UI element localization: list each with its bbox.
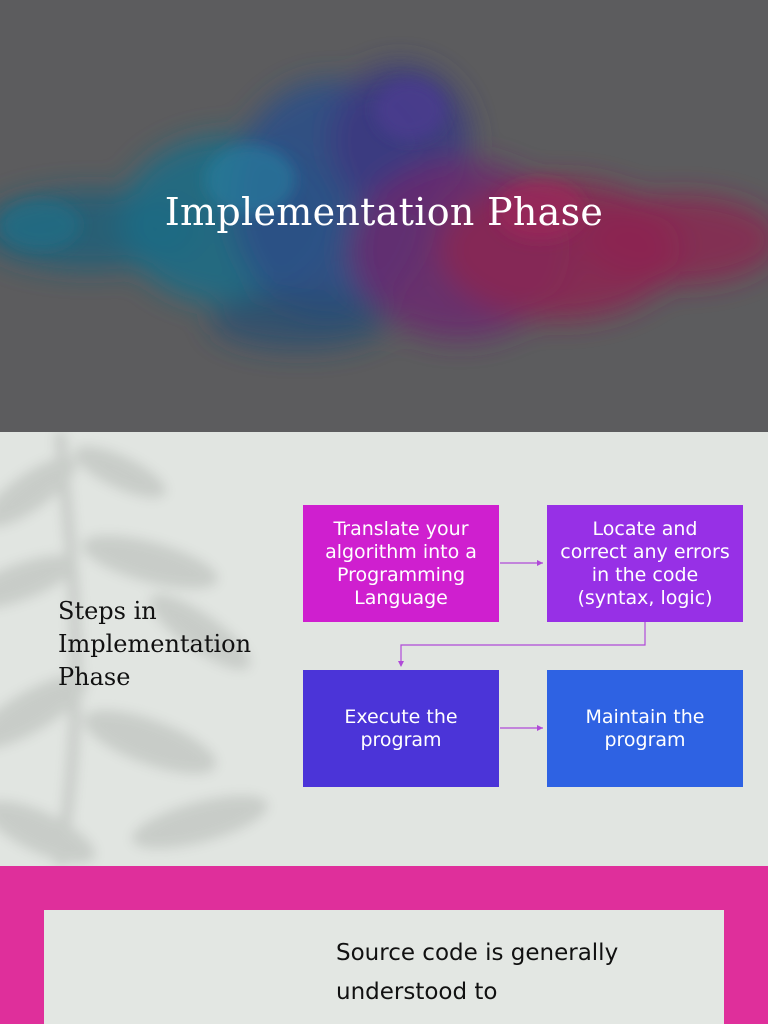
step-label: Translate your algorithm into a Programm… bbox=[325, 517, 477, 609]
step-label: Maintain the program bbox=[585, 705, 705, 751]
section-heading: Steps in Implementation Phase bbox=[58, 597, 252, 691]
step-label: Execute the program bbox=[344, 705, 458, 751]
arrowhead-icon bbox=[537, 725, 543, 731]
arrow-step2-to-step3 bbox=[400, 622, 646, 666]
ink-smoke-image bbox=[0, 65, 768, 350]
body-text: Source code is generally understood to bbox=[336, 940, 619, 1005]
step-maintain-box: Maintain the program bbox=[547, 670, 743, 787]
steps-slide: Steps in Implementation Phase Translate … bbox=[0, 432, 768, 866]
arrowhead-icon bbox=[537, 560, 543, 566]
content-card: Source code is generally understood to bbox=[44, 910, 724, 1024]
source-code-slide: Source code is generally understood to bbox=[0, 866, 768, 1024]
slide-title: Implementation Phase bbox=[164, 190, 604, 234]
leaf-shadow-image bbox=[0, 432, 268, 866]
title-slide: Implementation Phase bbox=[0, 0, 768, 432]
step-execute-box: Execute the program bbox=[303, 670, 499, 787]
step-label: Locate and correct any errors in the cod… bbox=[560, 517, 730, 609]
step-translate-box: Translate your algorithm into a Programm… bbox=[303, 505, 499, 622]
step-locate-errors-box: Locate and correct any errors in the cod… bbox=[547, 505, 743, 622]
arrowhead-icon bbox=[398, 661, 404, 667]
